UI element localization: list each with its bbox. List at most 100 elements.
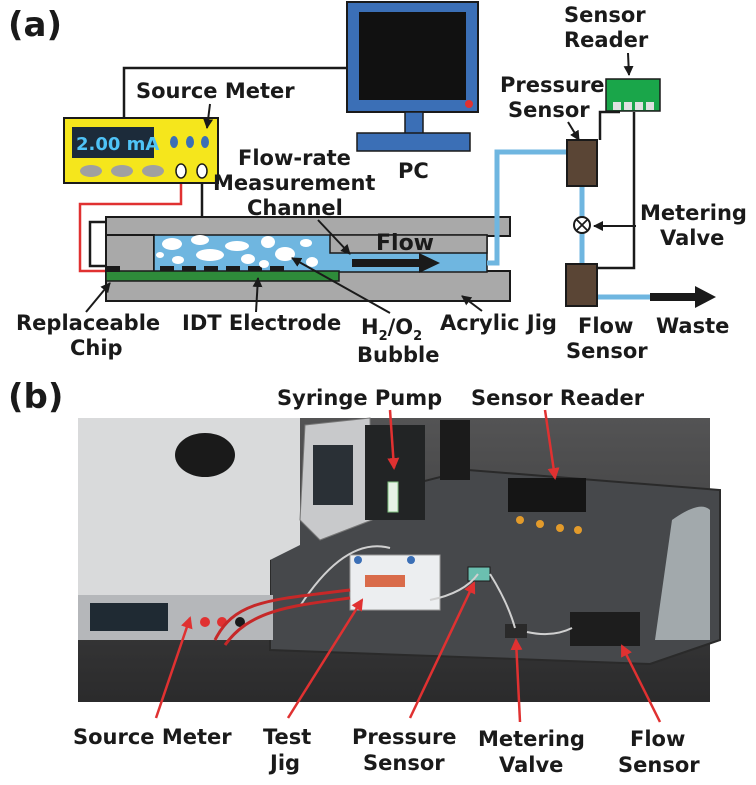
tubing-photo: [526, 627, 573, 636]
flow-sensor-photo-label-line1: Flow: [630, 727, 685, 751]
metering-valve-photo-label-line1: Metering: [478, 727, 585, 751]
test-jig-connector: [354, 556, 362, 564]
lab-photo: [78, 417, 721, 702]
flow-sensor-device: [565, 263, 598, 307]
bubble: [261, 236, 275, 248]
source-meter-terminal: [175, 163, 187, 179]
source-meter-device: 2.00 mA: [63, 117, 219, 184]
computer-mouse: [175, 433, 235, 477]
pressure-to-reader-wire: [598, 110, 620, 140]
flow-to-reader-wire: [598, 112, 636, 270]
bubble: [162, 238, 182, 250]
source-meter-red-wire: [78, 183, 183, 273]
pressure-sensor-photo-pointer: [408, 581, 476, 719]
idt-finger: [182, 266, 196, 271]
waste-arrow: [650, 286, 716, 308]
source-meter-lcd: [72, 127, 154, 158]
sensor-reader-label-line1: Sensor: [564, 3, 646, 27]
metering-valve-label-line1: Metering: [640, 201, 747, 225]
bubble-label-sub1: 2: [379, 329, 388, 344]
waste-label: Waste: [656, 314, 729, 338]
flow-rate-label-line3: Channel: [247, 196, 343, 220]
idt-finger: [204, 266, 218, 271]
bubble: [300, 239, 312, 247]
sensor-reader-port: [624, 102, 632, 110]
valve-cross: [576, 219, 588, 231]
pressure-sensor-photo-label-line2: Sensor: [363, 751, 445, 775]
flow-rate-label-line1: Flow-rate: [238, 146, 351, 170]
tubing-photo: [299, 545, 391, 607]
test-jig-label-line1: Test: [263, 725, 311, 749]
replaceable-chip-label-line2: Chip: [70, 336, 123, 360]
flow-label: Flow: [376, 231, 434, 256]
chip-contact-pad: [106, 266, 120, 272]
test-jig-connector: [407, 556, 415, 564]
source-meter-knob: [186, 136, 194, 148]
metering-valve-photo-label-line2: Valve: [499, 753, 563, 777]
cable-connector: [556, 524, 564, 532]
tubing-photo: [429, 573, 479, 601]
source-meter-pointer: [203, 103, 214, 129]
idt-finger: [270, 266, 284, 271]
source-meter-knob: [201, 136, 209, 148]
flow-sensor-photo-pointer: [620, 644, 662, 723]
pressure-sensor-photo: [467, 566, 491, 582]
source-meter-title: Source Meter: [136, 79, 295, 103]
bubble: [191, 235, 209, 245]
idt-electrode-label: IDT Electrode: [182, 311, 341, 335]
bubble: [306, 257, 318, 267]
monitor-base: [356, 132, 471, 152]
replaceable-chip-pointer: [85, 282, 111, 313]
idt-electrode-fingers: [160, 266, 284, 271]
sensor-reader-port: [613, 102, 621, 110]
pressure-sensor-photo-label-line1: Pressure: [352, 725, 457, 749]
flow-sensor-photo-label-line2: Sensor: [618, 753, 700, 777]
cable-connector: [536, 520, 544, 528]
source-meter-photo-jack: [235, 617, 245, 627]
bubble: [241, 254, 255, 264]
acrylic-jig-label: Acrylic Jig: [440, 311, 557, 335]
metering-valve-label-line2: Valve: [660, 226, 724, 250]
idt-finger: [226, 266, 240, 271]
bubble: [259, 260, 269, 268]
sensor-reader-pointer: [623, 52, 634, 76]
pressure-sensor-label-line1: Pressure: [500, 73, 605, 97]
source-meter-button: [80, 165, 102, 177]
acrylic-jig-pointer: [461, 295, 483, 312]
sensor-reader-port: [646, 102, 654, 110]
power-led: [465, 100, 473, 108]
bubble-label-sub2: 2: [413, 329, 422, 344]
syringe-pump-pointer: [387, 409, 400, 470]
bubble-pointer: [291, 257, 391, 314]
tubing-photo: [489, 573, 516, 629]
flow-sensor-label-line2: Sensor: [566, 339, 648, 363]
flow-arrow: [352, 253, 440, 273]
sensor-reader-photo-pointer: [543, 409, 560, 480]
bubble-label-o: /O: [388, 315, 414, 339]
glass-beaker: [655, 506, 710, 640]
source-meter-button: [142, 165, 164, 177]
replaceable-chip-label-line1: Replaceable: [16, 311, 160, 335]
panel-a-label: (a): [8, 5, 62, 45]
bubble-label-line1: H2/O2: [361, 315, 422, 344]
test-jig-fluid: [365, 575, 405, 587]
sensor-reader-photo-label: Sensor Reader: [471, 386, 645, 410]
metering-valve-photo-pointer: [510, 638, 523, 723]
source-meter-black-wire: [88, 183, 204, 268]
bubble: [225, 241, 249, 251]
acrylic-jig: [105, 216, 511, 302]
pc-to-source-meter-wire: [122, 66, 350, 118]
source-meter-photo-screen: [90, 603, 168, 631]
bubble: [172, 256, 184, 264]
source-meter-reading: 2.00 mA: [76, 134, 159, 155]
metering-valve: [573, 216, 591, 234]
flow-rate-pointer: [317, 219, 351, 255]
channel-ceiling-step: [329, 234, 488, 254]
bubble: [275, 247, 295, 261]
panel-b-label: (b): [8, 377, 63, 417]
wiring: [78, 66, 636, 273]
bubble-label-h: H: [361, 315, 379, 339]
bubbles: [156, 235, 318, 268]
cable-connector: [516, 516, 524, 524]
